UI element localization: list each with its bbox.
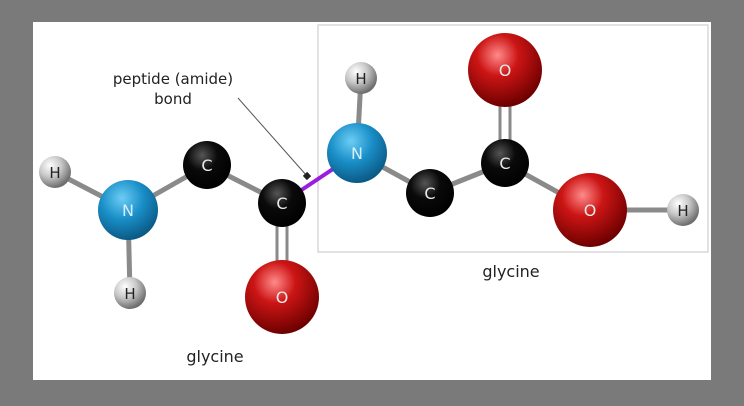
oxygen-atom: O (245, 260, 319, 334)
nitrogen-symbol: N (351, 144, 363, 163)
hydrogen-atom: H (345, 62, 377, 94)
carbon-symbol: C (276, 194, 287, 213)
oxygen-symbol: O (584, 201, 597, 220)
bond-pointer-arrow (237, 97, 312, 181)
carbon-sphere (481, 139, 529, 187)
carbon-symbol: C (201, 156, 212, 175)
carbon-sphere (183, 141, 231, 189)
hydrogen-atom: H (667, 194, 699, 226)
oxygen-atom: O (553, 173, 627, 247)
oxygen-sphere (468, 33, 542, 107)
hydrogen-symbol: H (677, 202, 688, 220)
hydrogen-symbol: H (355, 70, 366, 88)
hydrogen-symbol: H (124, 285, 135, 303)
nitrogen-atom: N (327, 123, 387, 183)
glycine-left-label: glycine (186, 347, 243, 366)
peptide-bond-label-line1: peptide (amide) (113, 70, 233, 88)
nitrogen-symbol: N (122, 201, 134, 220)
hydrogen-sphere (667, 194, 699, 226)
oxygen-symbol: O (499, 61, 512, 80)
hydrogen-sphere (114, 277, 146, 309)
hydrogen-atom: H (39, 156, 71, 188)
carbon-sphere (406, 169, 454, 217)
atoms: H N H C C O N H C C O O H (39, 33, 699, 334)
oxygen-symbol: O (276, 288, 289, 307)
carbon-atom: C (481, 139, 529, 187)
oxygen-sphere (245, 260, 319, 334)
carbon-atom: C (183, 141, 231, 189)
glycine-right-label: glycine (482, 262, 539, 281)
carbon-atom: C (406, 169, 454, 217)
hydrogen-atom: H (114, 277, 146, 309)
carbon-atom: C (258, 179, 306, 227)
oxygen-atom: O (468, 33, 542, 107)
carbon-symbol: C (424, 184, 435, 203)
carbon-symbol: C (499, 154, 510, 173)
carbon-sphere (258, 179, 306, 227)
peptide-bond-label-line2: bond (154, 90, 192, 108)
nitrogen-sphere (327, 123, 387, 183)
hydrogen-sphere (39, 156, 71, 188)
nitrogen-atom: N (98, 180, 158, 240)
glycine-highlight-box (317, 24, 709, 253)
oxygen-sphere (553, 173, 627, 247)
hydrogen-sphere (345, 62, 377, 94)
hydrogen-symbol: H (49, 164, 60, 182)
nitrogen-sphere (98, 180, 158, 240)
